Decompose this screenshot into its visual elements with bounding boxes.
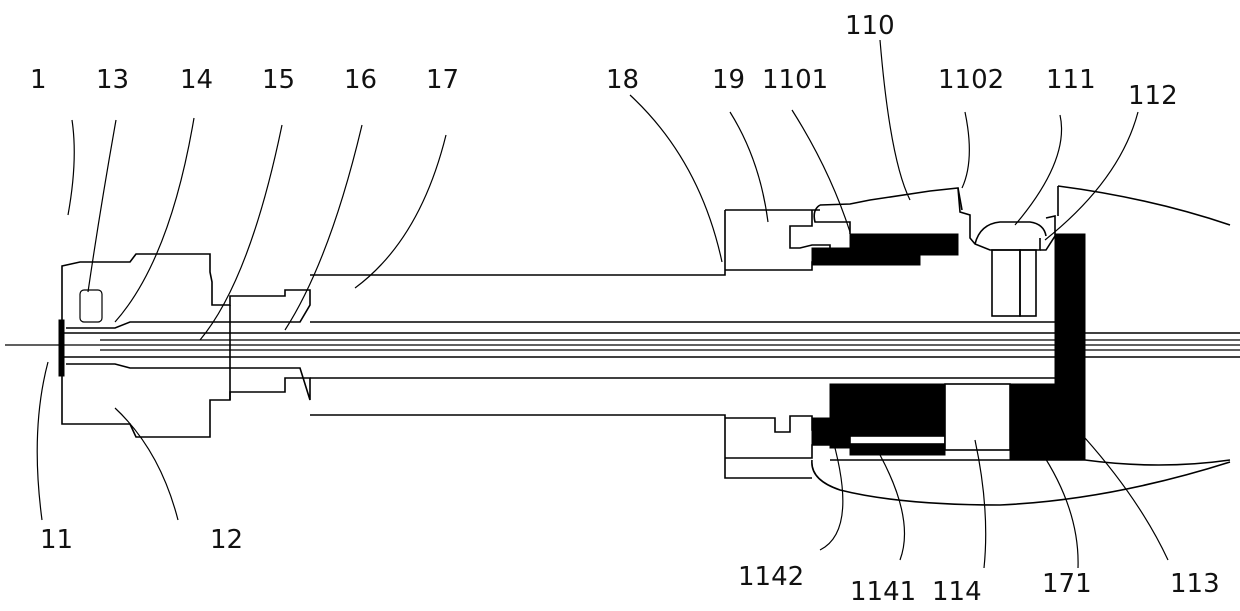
part-111-ring bbox=[975, 222, 1046, 316]
label-17: 17 bbox=[426, 65, 459, 95]
label-18: 18 bbox=[606, 65, 639, 95]
label-1142: 1142 bbox=[738, 562, 804, 592]
label-1: 1 bbox=[30, 65, 47, 95]
label-1141: 1141 bbox=[850, 577, 916, 607]
part-11-end-cap bbox=[59, 320, 64, 376]
label-114: 114 bbox=[932, 577, 982, 607]
label-13: 13 bbox=[96, 65, 129, 95]
label-11: 11 bbox=[40, 525, 73, 555]
reference-labels: 1 13 14 15 16 17 18 19 1101 110 1102 111… bbox=[30, 11, 1220, 607]
label-112: 112 bbox=[1128, 81, 1178, 111]
part-1141-1142-insulator-lower bbox=[812, 384, 945, 455]
label-15: 15 bbox=[262, 65, 295, 95]
label-1101: 1101 bbox=[762, 65, 828, 95]
label-113: 113 bbox=[1170, 569, 1220, 599]
part-1101-insulator-upper bbox=[812, 234, 958, 265]
label-12: 12 bbox=[210, 525, 243, 555]
label-110: 110 bbox=[845, 11, 895, 41]
part-113-end-block bbox=[1010, 186, 1085, 460]
label-1102: 1102 bbox=[938, 65, 1004, 95]
part-114-block bbox=[945, 384, 1010, 450]
label-19: 19 bbox=[712, 65, 745, 95]
label-171: 171 bbox=[1042, 569, 1092, 599]
label-111: 111 bbox=[1046, 65, 1096, 95]
label-14: 14 bbox=[180, 65, 213, 95]
leader-lines bbox=[37, 40, 1168, 568]
label-16: 16 bbox=[344, 65, 377, 95]
